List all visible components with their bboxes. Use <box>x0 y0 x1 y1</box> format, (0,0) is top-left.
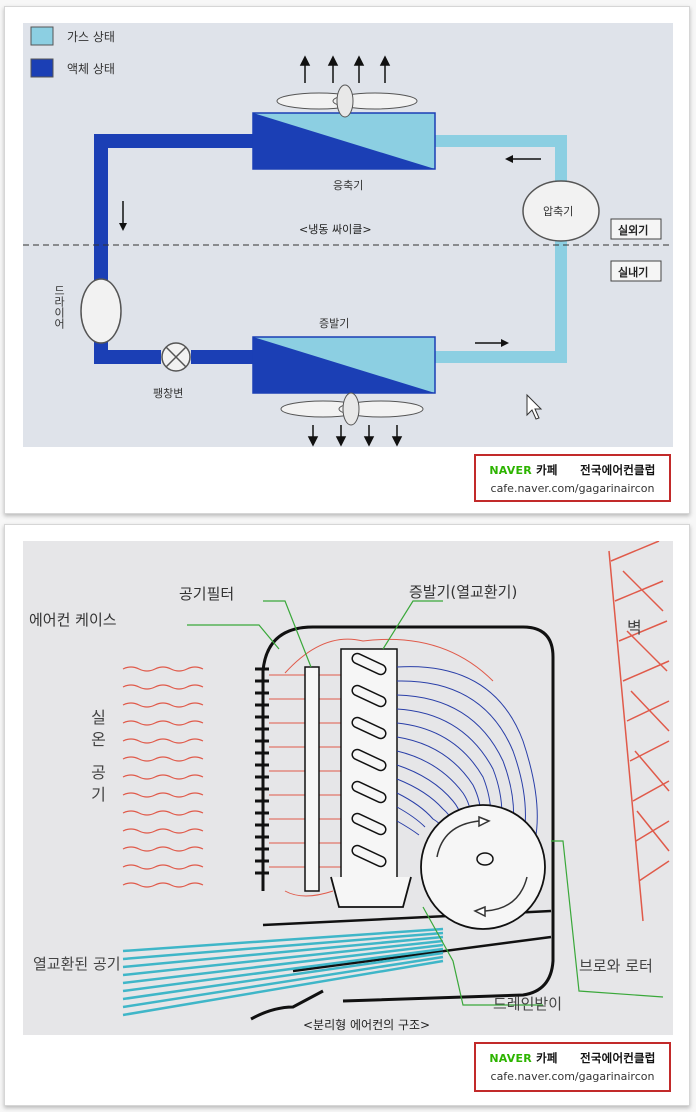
exchanged-air-label: 열교환된 공기 <box>33 955 121 973</box>
air-filter-label: 공기필터 <box>179 585 234 603</box>
naver-logo: NAVER <box>489 1052 532 1065</box>
flow-arrow-left <box>119 201 127 231</box>
air-filter-icon <box>304 666 320 892</box>
legend-liquid-label: 액체 상태 <box>67 62 115 76</box>
flow-arrow-bottom <box>475 339 509 347</box>
photo-card-refrigeration-cycle: 가스 상태 액체 상태 응축기 <box>4 6 690 514</box>
ac-case-outline <box>261 625 555 1003</box>
compressor-label: 압축기 <box>543 205 573 218</box>
flow-arrow-top <box>505 155 541 163</box>
compressor-icon <box>522 180 600 242</box>
legend-gas-swatch <box>30 26 54 46</box>
liquid-pipe-bottom-left <box>94 341 161 364</box>
photo-card-ac-structure: 벽 <box>4 524 690 1106</box>
refrigeration-cycle-svg: 가스 상태 액체 상태 응축기 <box>23 26 673 447</box>
gas-pipe-right-lower <box>433 236 567 363</box>
ac-structure-diagram: 벽 <box>23 541 673 1035</box>
cafe-label: 카페 <box>536 1051 558 1065</box>
room-air-flow <box>122 666 204 888</box>
expansion-valve-icon <box>161 342 191 372</box>
mouse-cursor-icon <box>526 393 543 420</box>
gas-pipe-right-upper <box>433 135 567 186</box>
drain-pan-icon <box>330 876 412 908</box>
refrigeration-cycle-diagram: 가스 상태 액체 상태 응축기 <box>23 23 673 447</box>
legend-gas-label: 가스 상태 <box>67 30 115 44</box>
blower-rotor-icon <box>420 804 546 930</box>
dryer-label: 드라이어 <box>53 285 66 330</box>
cafe-url: cafe.naver.com/gagarinaircon <box>490 1070 655 1083</box>
evaporator-label: 증발기 <box>319 317 349 330</box>
outdoor-label: 실외기 <box>618 223 648 237</box>
cycle-title: <냉동 싸이클> <box>299 223 372 236</box>
condenser-unit <box>252 112 436 170</box>
watermark-box: NAVER 카페 전국에어컨클럽 cafe.naver.com/gagarina… <box>474 454 671 502</box>
inlet-grille <box>255 667 269 875</box>
dryer-icon <box>80 278 122 344</box>
evaporator-coil-icon <box>340 648 398 888</box>
club-name: 전국에어컨클럽 <box>580 463 656 477</box>
hot-air-out-arrows <box>299 55 391 83</box>
evaporator-label: 증발기(열교환기) <box>409 583 517 601</box>
rotor-hub <box>476 852 494 866</box>
cool-air-out-arrows <box>307 425 403 447</box>
watermark-box: NAVER 카페 전국에어컨클럽 cafe.naver.com/gagarina… <box>474 1042 671 1092</box>
wall-label: 벽 <box>627 618 642 637</box>
cafe-url: cafe.naver.com/gagarinaircon <box>490 482 655 495</box>
condenser-fan-icon <box>276 84 418 118</box>
ac-structure-caption: <분리형 에어컨의 구조> <box>303 1018 430 1032</box>
condenser-label: 응축기 <box>333 179 363 192</box>
ac-case-bottom-lip <box>250 989 324 1021</box>
cafe-label: 카페 <box>536 463 558 477</box>
ac-outlet-plate <box>292 935 552 973</box>
indoor-label: 실내기 <box>618 265 648 279</box>
rotation-arrows <box>436 815 528 918</box>
evaporator-unit <box>252 336 436 394</box>
room-air-label: 실온 공기 <box>88 709 107 808</box>
ac-structure-svg: 벽 <box>29 541 670 1032</box>
cool-air-flow <box>122 927 444 1017</box>
wall-hatching <box>608 541 670 922</box>
outdoor-box <box>610 218 662 240</box>
liquid-pipe-top-left <box>94 134 253 281</box>
legend-liquid-swatch <box>30 58 54 78</box>
indoor-box <box>610 260 662 282</box>
club-name: 전국에어컨클럽 <box>580 1051 656 1065</box>
expansion-valve-label: 팽창변 <box>153 387 183 400</box>
naver-logo: NAVER <box>489 464 532 477</box>
evaporator-fan-icon <box>280 392 424 426</box>
drain-pan-label: 드레인받이 <box>493 995 562 1013</box>
case-label: 에어컨 케이스 <box>29 611 117 629</box>
blower-rotor-label: 브로와 로터 <box>579 957 653 975</box>
label-leader-lines <box>187 600 664 1006</box>
